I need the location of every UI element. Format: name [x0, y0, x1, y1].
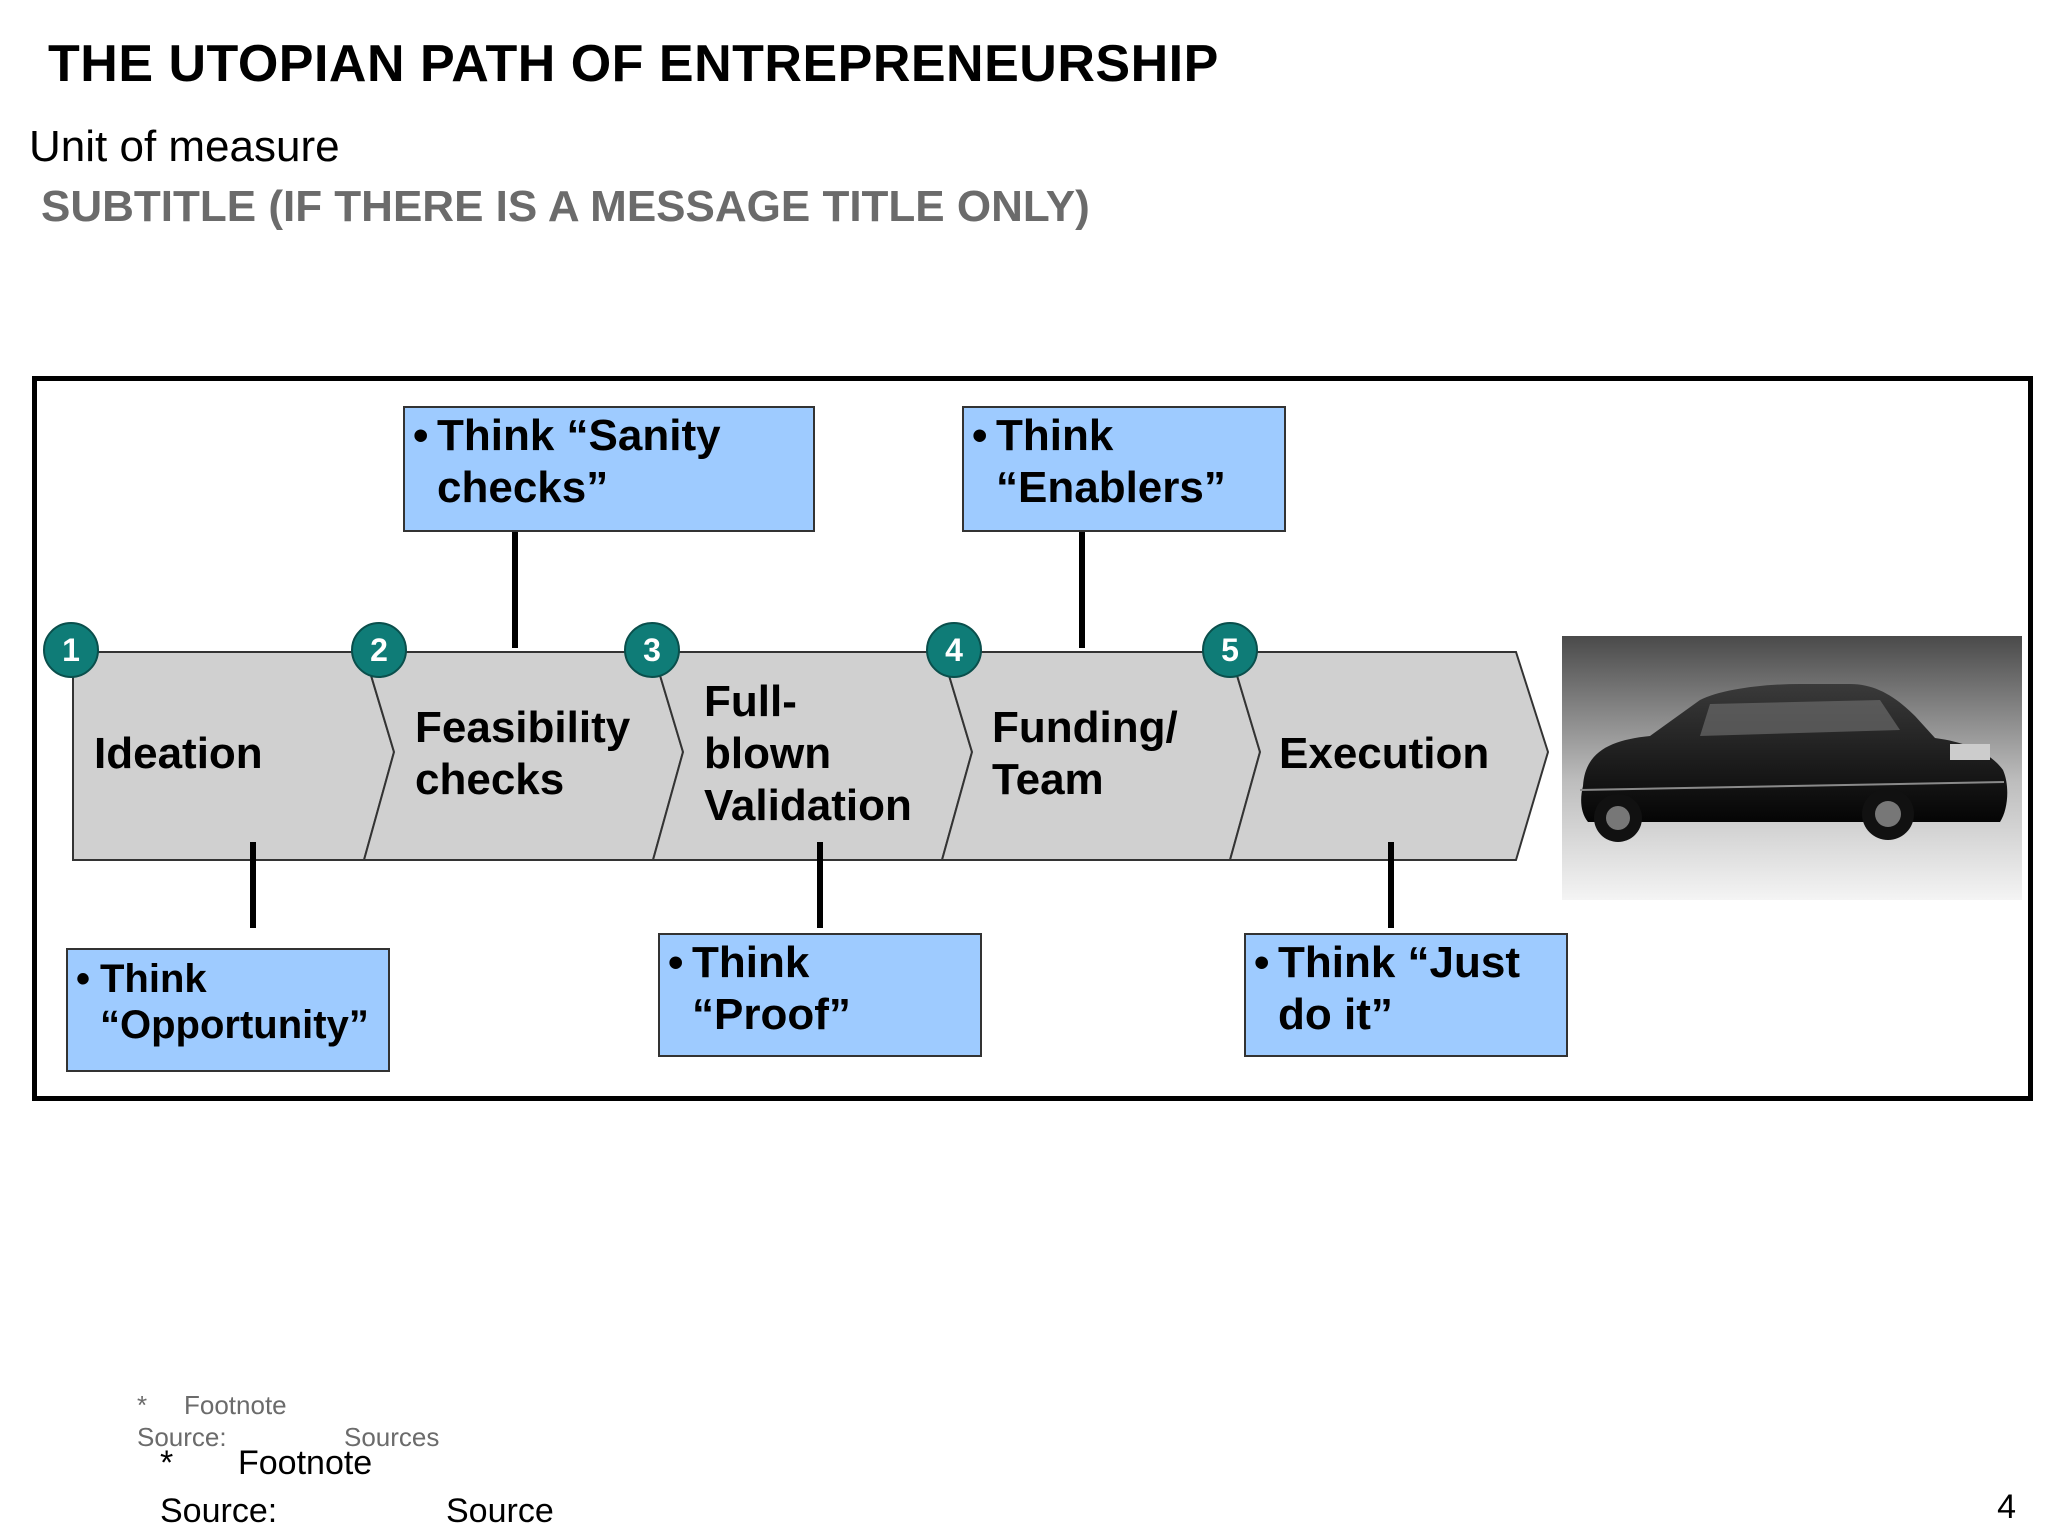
- callout-sanity-checks: •Think “Sanity checks”: [403, 406, 815, 532]
- bullet: •: [972, 411, 988, 460]
- callout-just-do-it: •Think “Just do it”: [1244, 933, 1568, 1057]
- step-number-badge: 4: [926, 622, 982, 678]
- callout-text: Think “Just do it”: [1278, 938, 1521, 1039]
- unit-of-measure: Unit of measure: [29, 122, 340, 171]
- step-number-badge: 1: [43, 622, 99, 678]
- callout-text: Think “Proof”: [692, 938, 851, 1039]
- page-number: 4: [1997, 1488, 2016, 1526]
- connector-line: [1079, 518, 1085, 648]
- callout-text: Think “Enablers”: [996, 411, 1226, 512]
- connector-line: [1388, 842, 1394, 928]
- sources-small: Sources: [344, 1422, 440, 1452]
- source: Source: [446, 1492, 554, 1530]
- step-label-execution: Execution: [1279, 729, 1490, 778]
- callout-text: Think “Sanity checks”: [437, 411, 721, 512]
- footnote: Footnote: [238, 1444, 373, 1482]
- callout-enablers: •Think “Enablers”: [962, 406, 1286, 532]
- connector-line: [817, 842, 823, 928]
- connector-line: [250, 842, 256, 928]
- source-label-small: Source:: [137, 1422, 227, 1452]
- footnote-small: Footnote: [184, 1390, 287, 1420]
- bullet: •: [1254, 938, 1270, 987]
- step-label-ideation: Ideation: [94, 729, 263, 778]
- step-label-feasibility: Feasibility checks: [415, 703, 631, 804]
- source-label: Source:: [160, 1492, 278, 1530]
- bullet: •: [76, 957, 91, 1001]
- diagram-frame: [32, 376, 2033, 1101]
- step-number-badge: 5: [1202, 622, 1258, 678]
- step-number-badge: 2: [351, 622, 407, 678]
- page-subtitle: SUBTITLE (IF THERE IS A MESSAGE TITLE ON…: [41, 182, 1090, 231]
- step-number-badge: 3: [624, 622, 680, 678]
- bullet: •: [413, 411, 429, 460]
- bullet: •: [668, 938, 684, 987]
- footnote-star-small: *: [137, 1390, 148, 1420]
- connector-line: [512, 518, 518, 648]
- callout-opportunity: •Think “Opportunity”: [66, 948, 390, 1072]
- footnote-star: *: [160, 1444, 174, 1482]
- callout-proof: •Think “Proof”: [658, 933, 982, 1057]
- callout-text: Think “Opportunity”: [100, 957, 369, 1047]
- step-label-validation: Full- blown Validation: [704, 677, 912, 830]
- page-title: THE UTOPIAN PATH OF ENTREPRENEURSHIP: [48, 35, 1219, 93]
- limousine-image: [1562, 636, 2022, 900]
- step-label-funding: Funding/ Team: [992, 703, 1178, 804]
- chevron-execution: [1228, 651, 1550, 861]
